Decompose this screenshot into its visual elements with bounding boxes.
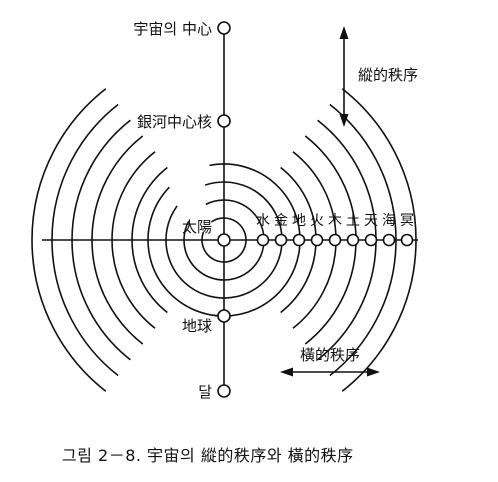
- horizontal-order-label: 橫的秩序: [300, 346, 360, 364]
- planet-node-6: [346, 233, 360, 247]
- planet-node-5: [328, 233, 342, 247]
- planet-node-7: [364, 233, 378, 247]
- planet-label-1: 水: [256, 213, 270, 229]
- planet-node-9: [400, 233, 414, 247]
- planet-node-4: [310, 233, 324, 247]
- planet-label-4: 火: [310, 213, 324, 229]
- vertical-order-label: 縱的秩序: [358, 66, 418, 84]
- planet-node-3: [292, 233, 306, 247]
- earth-node: [217, 309, 231, 323]
- planet-label-5: 木: [328, 213, 342, 229]
- moon-node: [217, 384, 231, 398]
- planet-label-7: 天: [364, 213, 378, 229]
- sun-rings: [147, 163, 301, 317]
- planet-label-6: 土: [346, 213, 360, 229]
- planet-label-9: 冥: [400, 213, 414, 229]
- sun-node: [217, 233, 231, 247]
- galaxy-core-node: [217, 114, 231, 128]
- sun-ring-2: [183, 199, 265, 281]
- planet-label-2: 金: [274, 213, 288, 229]
- planet-node-8: [382, 233, 396, 247]
- planet-row: 水金地火木土天海冥: [256, 213, 414, 247]
- planet-node-2: [274, 233, 288, 247]
- planet-label-3: 地: [292, 213, 306, 229]
- vertical-order-arrow: [339, 26, 349, 127]
- sun-label: 太陽: [182, 218, 212, 236]
- figure-caption: 그림 2－8. 宇宙의 縱的秩序와 橫的秩序: [62, 446, 354, 465]
- universe-center-node: [217, 21, 231, 35]
- moon-label: 달: [198, 383, 212, 401]
- horizontal-order-arrow: [280, 367, 380, 377]
- universe-center-label: 宇宙의 中心: [133, 20, 212, 38]
- sun-ring-1: [201, 217, 247, 263]
- planet-node-1: [256, 233, 270, 247]
- planet-label-8: 海: [382, 213, 396, 229]
- galaxy-core-label: 銀河中心核: [137, 113, 212, 131]
- arc-left-6: [31, 88, 107, 392]
- sun-ring-3: [165, 181, 283, 299]
- sun-ring-4: [147, 163, 301, 317]
- earth-label: 地球: [182, 317, 212, 335]
